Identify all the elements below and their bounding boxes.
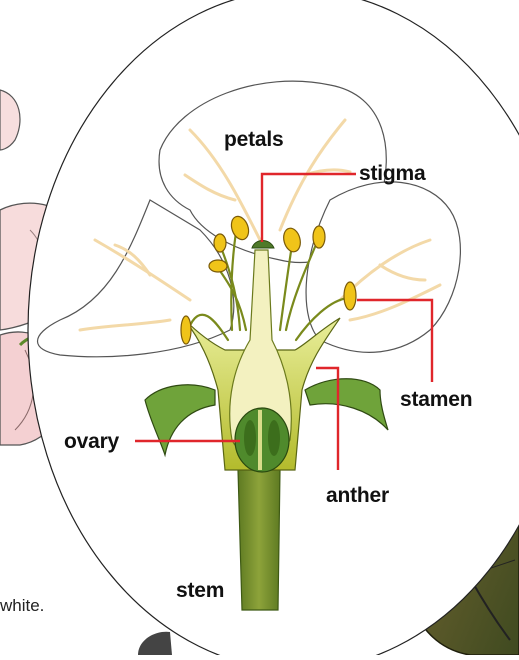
stem <box>238 470 280 610</box>
corner-circle <box>138 632 172 655</box>
label-stamen: stamen <box>400 388 472 412</box>
label-stem: stem <box>176 579 224 603</box>
text-fragment: white. <box>0 596 44 616</box>
label-ovary: ovary <box>64 430 119 454</box>
label-stigma: stigma <box>359 162 426 186</box>
ovary <box>235 408 289 472</box>
label-anther: anther <box>326 484 389 508</box>
label-petals: petals <box>224 128 284 152</box>
